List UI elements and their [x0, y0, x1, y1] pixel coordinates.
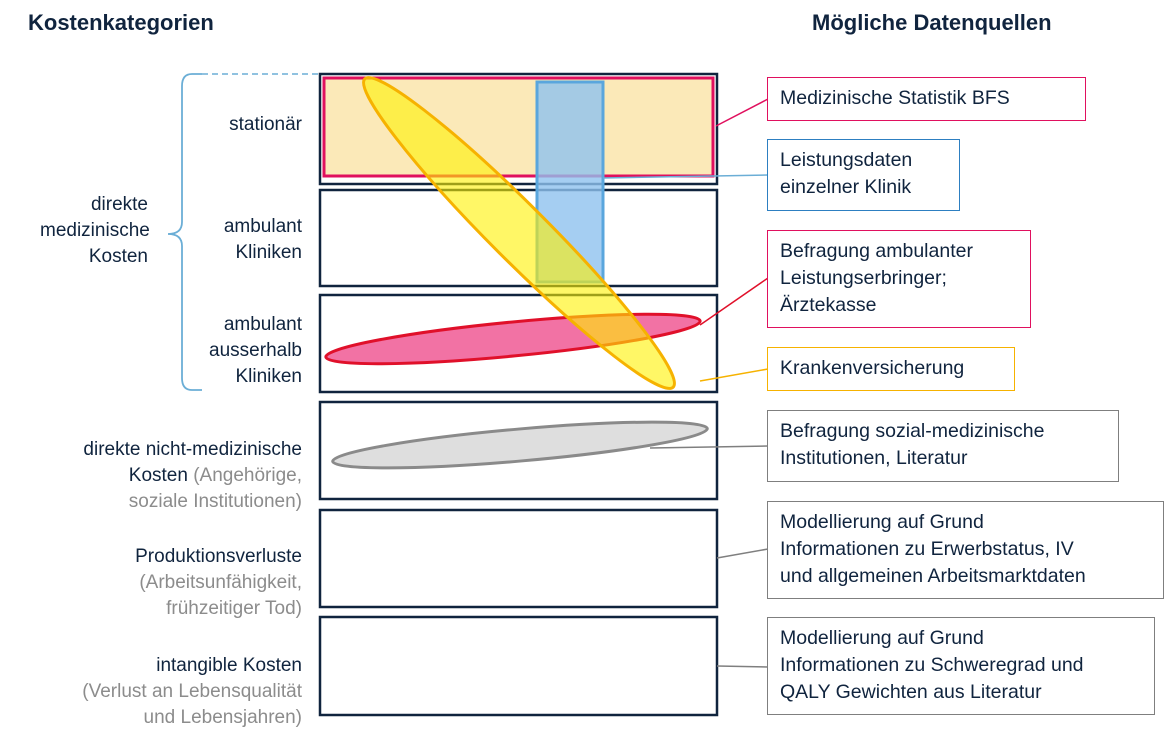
header-datenquellen: Mögliche Datenquellen	[812, 10, 1052, 35]
box-ambulant-kliniken	[318, 188, 719, 288]
source-befragung-ambulant: Befragung ambulanter Leistungserbringer;…	[767, 230, 1031, 328]
label-intangibel-sub: (Verlust an Lebensqualität und Lebensjah…	[82, 681, 302, 728]
connector-befragung-sozial	[649, 445, 769, 449]
label-intangibel: intangible Kosten (Verlust an Lebensqual…	[20, 627, 302, 731]
connector-modell-erwerb	[716, 548, 769, 559]
source-krankenversicherung: Krankenversicherung	[767, 347, 1015, 391]
source-befragung-sozial: Befragung sozial-medizinische Institutio…	[767, 410, 1119, 482]
source-modellierung-erwerb: Modellierung auf Grund Informationen zu …	[767, 501, 1164, 599]
box-ambulant-ausserhalb	[318, 293, 719, 394]
connector-leistungsdaten	[602, 174, 769, 179]
label-stationaer: stationär	[229, 114, 302, 135]
connector-krankenversicherung	[699, 368, 769, 382]
header-kostenkategorien: Kostenkategorien	[28, 10, 214, 35]
source-modellierung-qaly: Modellierung auf Grund Informationen zu …	[767, 617, 1155, 715]
label-ambulant-ausserhalb: ambulant ausserhalb Kliniken	[209, 314, 302, 387]
label-direkte-medizinische-kosten: direkte medizinische Kosten	[40, 194, 150, 267]
box-intangibel	[318, 615, 719, 717]
ellipse-krankenversicherung	[362, 76, 676, 390]
label-nicht-medizinisch-sub: (Angehörige, soziale Institutionen)	[128, 465, 302, 512]
label-produktion-main: Produktionsverluste	[135, 546, 302, 567]
connector-befragung-ambulant	[699, 277, 769, 326]
box-nicht-medizinisch	[318, 400, 719, 501]
label-produktion: Produktionsverluste (Arbeitsunfähigkeit,…	[20, 518, 302, 622]
connector-modell-qaly	[716, 665, 769, 668]
connector-medstat	[715, 98, 769, 127]
source-medizinische-statistik: Medizinische Statistik BFS	[767, 77, 1086, 121]
fill-stationaer	[322, 76, 715, 178]
box-produktion	[318, 508, 719, 609]
label-nicht-medizinisch-main: direkte nicht-medizinische Kosten	[83, 439, 302, 486]
source-leistungsdaten: Leistungsdaten einzelner Klinik	[767, 139, 960, 211]
label-ambulant-kliniken: ambulant Kliniken	[223, 216, 302, 263]
ellipse-befragung-sozial	[331, 420, 709, 470]
label-nicht-medizinisch: direkte nicht-medizinische Kosten (Angeh…	[20, 411, 302, 515]
label-intangibel-main: intangible Kosten	[156, 655, 302, 676]
label-produktion-sub: (Arbeitsunfähigkeit, frühzeitiger Tod)	[139, 572, 302, 619]
brace-direkte-kosten	[167, 73, 202, 391]
